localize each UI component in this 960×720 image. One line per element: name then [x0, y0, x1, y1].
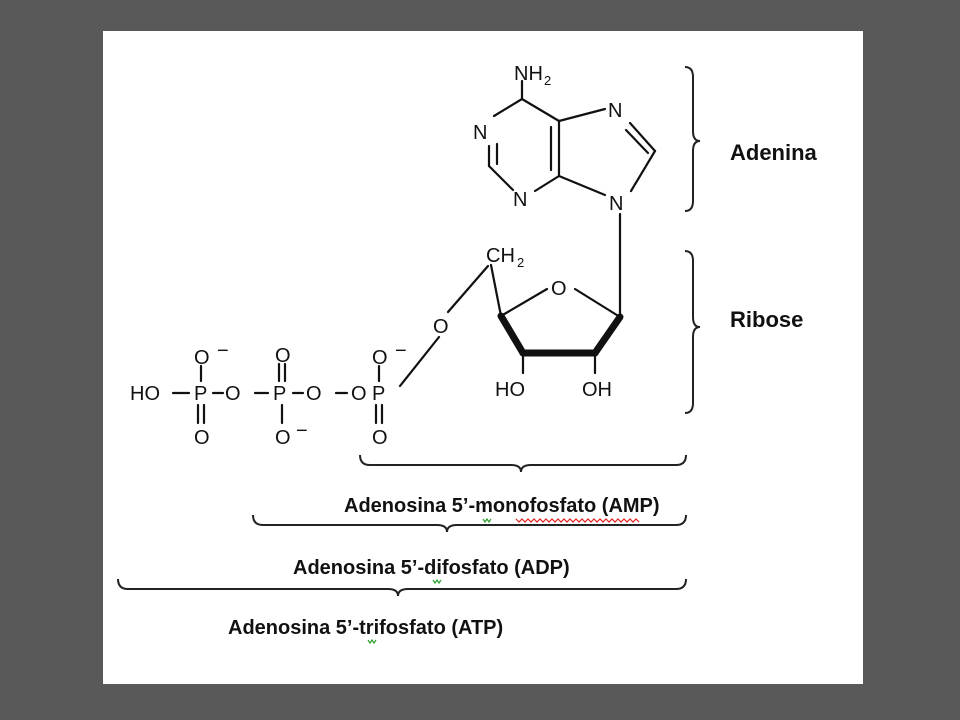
amp-grammar-underline: [482, 517, 492, 524]
o-gamma-bottom: O: [194, 427, 210, 449]
bridge-oxygen: O: [433, 316, 449, 338]
ch2-label: CH: [486, 245, 515, 267]
phosphate-bonds: [171, 362, 384, 425]
atp-structure-diagram: NH 2 N N N N CH 2 O O HO OH HO P O P O O…: [117, 63, 818, 645]
ribose-ho-label: HO: [495, 379, 525, 401]
amp-spellcheck-underline: [515, 518, 640, 523]
amino-subscript: 2: [544, 73, 551, 88]
o-gamma-top: O: [194, 347, 210, 369]
ribose-label: Ribose: [730, 307, 803, 332]
ribose-ring-oxygen: O: [551, 278, 567, 300]
link-oxygen-1: O: [225, 383, 241, 405]
adenine-bonds: [487, 79, 657, 197]
atp-label: Adenosina 5’-trifosfato (ATP): [228, 617, 503, 639]
n3-atom: N: [513, 189, 527, 211]
amp-brace: [359, 454, 687, 473]
ch2-subscript: 2: [517, 255, 524, 270]
o-beta-bottom: O: [275, 427, 291, 449]
o-gamma-charge: −: [217, 340, 229, 362]
adenina-brace: [684, 66, 701, 212]
p-alpha-atom: P: [372, 383, 385, 405]
atom-labels: NH 2 N N N N CH 2 O O HO OH HO P O P O O…: [130, 63, 623, 449]
atp-grammar-underline: [367, 638, 377, 645]
ribose-oh-label: OH: [582, 379, 612, 401]
amp-label: Adenosina 5’-monofosfato (AMP): [344, 495, 660, 517]
o-beta-charge: −: [296, 420, 308, 442]
phosphate-ho-label: HO: [130, 383, 160, 405]
adp-label: Adenosina 5’-difosfato (ADP): [293, 557, 570, 579]
atp-brace: [117, 578, 687, 597]
amino-group-label: NH: [514, 63, 543, 85]
adp-brace: [252, 514, 687, 533]
o-alpha-charge: −: [395, 340, 407, 362]
n7-atom: N: [608, 100, 622, 122]
link-oxygen-2: O: [306, 383, 322, 405]
right-braces: [684, 66, 701, 414]
o-alpha-bottom: O: [372, 427, 388, 449]
link-oxygen-3: O: [351, 383, 367, 405]
ribose-bonds: [398, 212, 624, 388]
ribose-brace: [684, 250, 701, 414]
n9-atom: N: [609, 193, 623, 215]
p-beta-atom: P: [273, 383, 286, 405]
p-gamma-atom: P: [194, 383, 207, 405]
o-alpha-top: O: [372, 347, 388, 369]
n1-atom: N: [473, 122, 487, 144]
o-beta-top: O: [275, 345, 291, 367]
adp-grammar-underline: [432, 578, 442, 585]
slide: NH 2 N N N N CH 2 O O HO OH HO P O P O O…: [103, 31, 863, 684]
adenina-label: Adenina: [730, 140, 818, 165]
